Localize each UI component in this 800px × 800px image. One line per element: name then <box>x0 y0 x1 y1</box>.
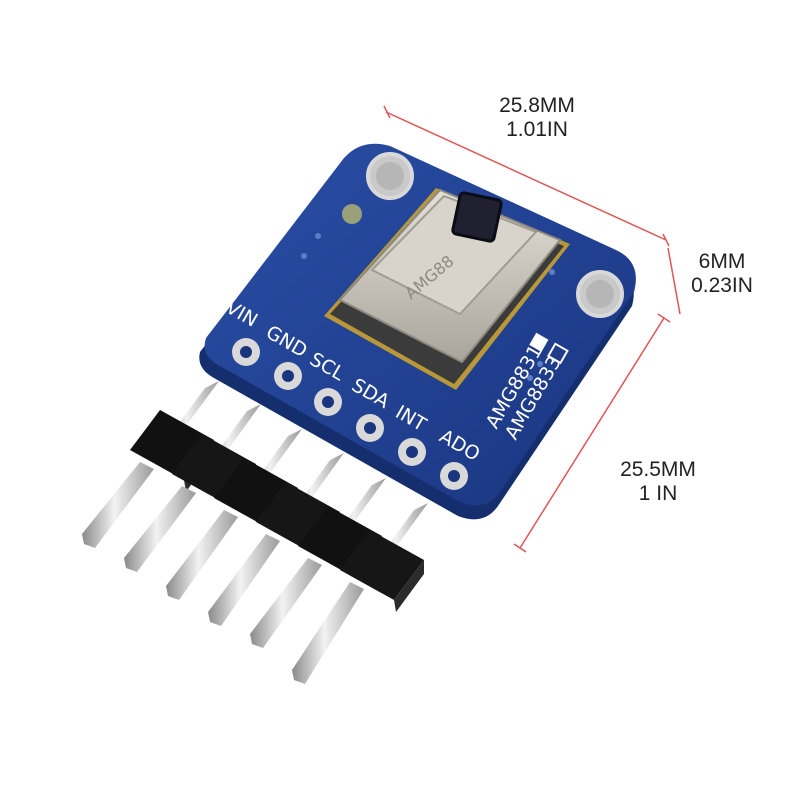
header-segment <box>340 530 424 600</box>
pin-header <box>82 381 428 684</box>
checkbox-icon <box>546 342 569 365</box>
pin <box>166 510 238 600</box>
dimension-width-label: 25.5MM 1 IN <box>598 458 718 506</box>
dimension-line-width <box>519 317 665 549</box>
dimension-line-height <box>667 247 681 315</box>
checkbox-checked-icon <box>529 332 549 352</box>
length-mm: 25.8MM <box>499 94 575 117</box>
dimension-height-label: 6MM 0.23IN <box>674 250 770 298</box>
pin <box>208 534 280 626</box>
width-inch: 1 IN <box>638 482 678 505</box>
dimension-lines <box>383 105 681 553</box>
width-mm: 25.5MM <box>620 458 696 481</box>
pin <box>124 486 196 572</box>
sensor-module: AMG88 <box>324 188 570 390</box>
pin <box>82 462 154 548</box>
pin <box>250 558 322 648</box>
pin-pads <box>232 338 468 490</box>
length-inch: 1.01IN <box>506 118 568 141</box>
dimension-line-length <box>385 111 667 241</box>
led-indicator <box>342 204 362 224</box>
height-mm: 6MM <box>698 250 746 273</box>
dimension-length-label: 25.8MM 1.01IN <box>482 94 592 142</box>
pcb-board: VIN GND SCL SDA INT ADO AMG8831 AMG8833 <box>199 143 636 520</box>
thermal-lens <box>451 191 503 243</box>
pin <box>292 582 364 684</box>
height-inch: 0.23IN <box>691 274 753 297</box>
